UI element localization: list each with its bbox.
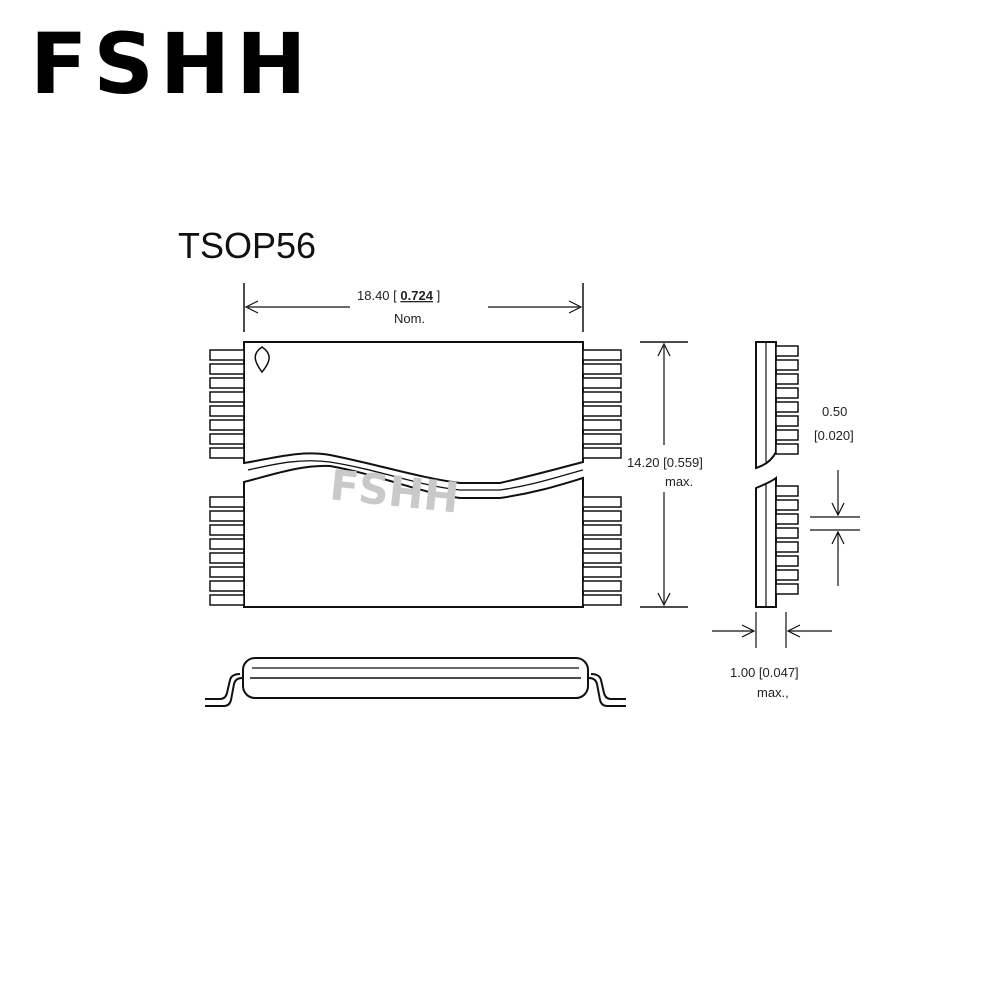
right-pins-lower [582,496,622,606]
thickness-dimension: 1.00 [0.047] max., [712,612,832,700]
svg-text:18.40 [ 0.724 ]: 18.40 [ 0.724 ] [357,288,440,303]
width-dimension: 14.20 [0.559] max. [627,341,703,608]
length-inch-label: 0.724 [400,288,433,303]
length-bracket: ] [437,288,441,303]
package-title: TSOP56 [178,225,317,266]
right-pins-upper [582,349,622,459]
package-top-view [243,341,584,608]
package-front-view [205,657,626,707]
length-mm-label: 18.40 [ [357,288,397,303]
thickness-note: max., [757,685,789,700]
pitch-dimension: 0.50 [0.020] [810,404,860,586]
width-value: 14.20 [0.559] [627,455,703,470]
width-note: max. [665,474,693,489]
package-side-view [755,341,777,608]
length-dimension: 18.40 [ 0.724 ] Nom. [243,283,584,332]
pitch-mm: 0.50 [822,404,847,419]
left-pins-upper [209,349,245,459]
pitch-inch: [0.020] [814,428,854,443]
pin1-marker [254,346,270,374]
watermark-text: FSHH [328,460,462,522]
brand-logo: FSHH [30,15,313,113]
thickness-value: 1.00 [0.047] [730,665,799,680]
side-view-pins [775,345,799,595]
left-pins-lower [209,496,245,606]
length-note: Nom. [394,311,425,326]
